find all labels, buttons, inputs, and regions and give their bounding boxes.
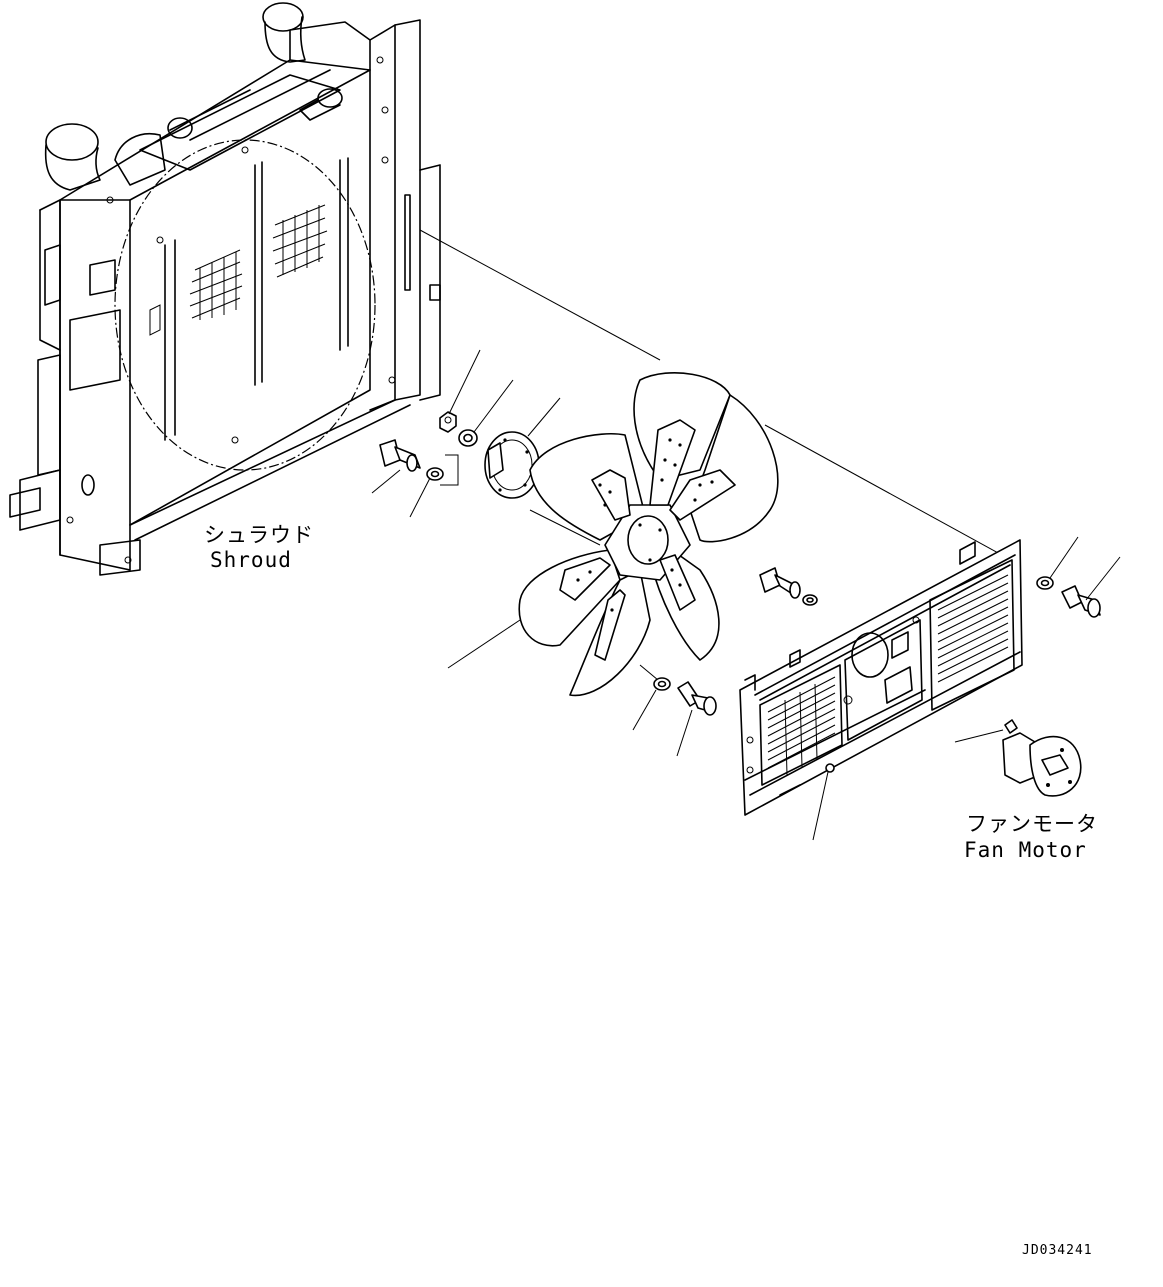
- fan-blade-rivets: [576, 438, 714, 612]
- bolt-left: [379, 439, 421, 472]
- bolt-lower: [677, 681, 717, 716]
- core-mesh-right: [272, 204, 328, 278]
- explode-guide-lines: [419, 229, 1021, 681]
- fan-motor-label-en: Fan Motor: [964, 838, 1087, 862]
- nut-upper: [439, 411, 457, 433]
- bracket-grille-left: [767, 676, 836, 776]
- bolt-right: [1061, 585, 1101, 618]
- bolt-bracket: [759, 567, 801, 599]
- fan-motor-label-jp: ファンモータ: [966, 812, 1098, 836]
- washer-right: [1036, 576, 1054, 590]
- washer-upper: [458, 429, 478, 447]
- bracket-grille-right: [937, 574, 1009, 683]
- fan-spacer-hub: [484, 431, 540, 499]
- fan-bracket-assembly: [739, 539, 1023, 816]
- shroud-bolt-holes: [66, 56, 396, 564]
- shroud-label-en: Shroud: [210, 548, 292, 572]
- leader-lines: [371, 349, 1121, 841]
- core-mesh-left: [189, 249, 243, 320]
- washer-lower: [653, 677, 671, 691]
- washer-bracket: [802, 594, 818, 606]
- shroud-label-jp: シュラウド: [204, 523, 314, 547]
- shroud-assembly: [9, 2, 441, 576]
- cooling-fan: [518, 372, 779, 697]
- washer-left: [426, 467, 444, 481]
- drawing-code: JD034241: [1022, 1243, 1093, 1258]
- fan-motor: [1002, 719, 1082, 797]
